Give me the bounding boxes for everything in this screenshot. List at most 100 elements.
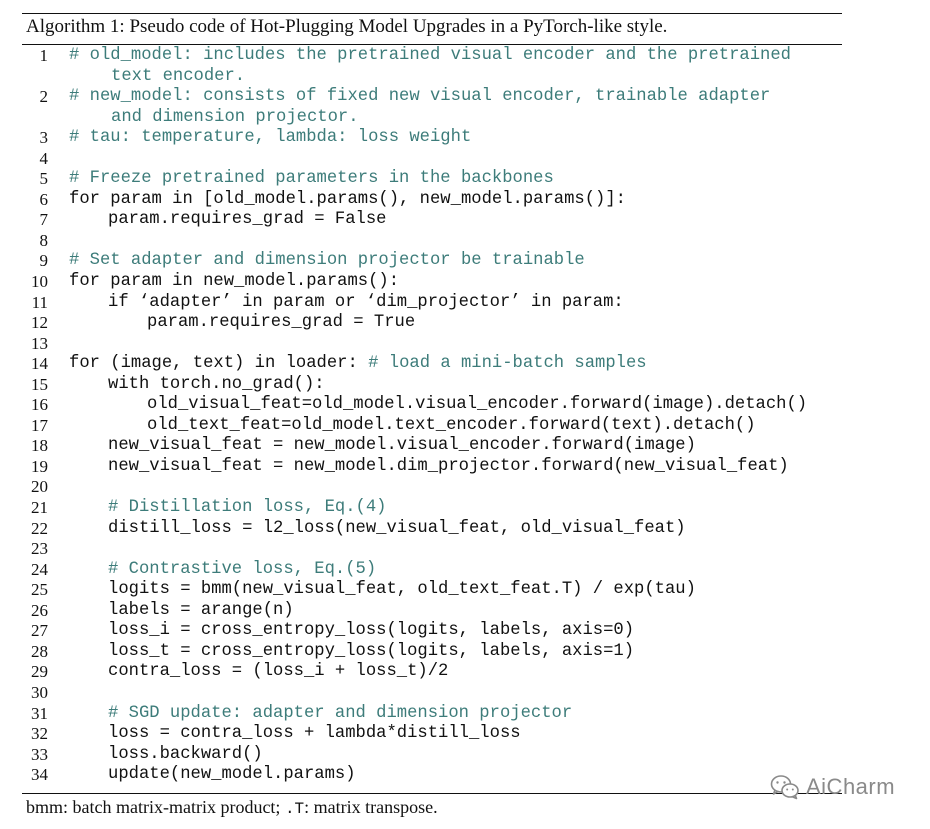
continuation-text: and dimension projector.: [111, 107, 359, 127]
code-line: 29 contra_loss = (loss_i + loss_t)/2: [26, 662, 856, 683]
code-line: 9 # Set adapter and dimension projector b…: [26, 251, 856, 272]
line-number: 20: [31, 477, 48, 497]
line-number: 5: [39, 169, 49, 189]
algorithm-top-rule: [22, 13, 842, 14]
line-number: 28: [31, 641, 48, 661]
line-number: 3: [39, 128, 49, 148]
code-text: distill_loss = l2_loss(new_visual_feat, …: [108, 519, 686, 540]
code-text: new_visual_feat = new_model.dim_projecto…: [108, 457, 789, 478]
line-number: 34: [31, 765, 48, 785]
statement-text: loss = contra_loss + lambda*distill_loss: [108, 724, 521, 744]
code-line: 25 logits = bmm(new_visual_feat, old_text…: [26, 580, 856, 601]
code-line: 15 with torch.no_grad():: [26, 375, 856, 396]
watermark-text: AiCharm: [806, 774, 896, 799]
code-line: 5 # Freeze pretrained parameters in the b…: [26, 169, 856, 190]
code-line: 34 update(new_model.params): [26, 765, 856, 786]
line-number: 19: [31, 456, 48, 476]
statement-text: loss_i = cross_entropy_loss(logits, labe…: [108, 621, 635, 641]
footnote-text-2: : matrix transpose.: [304, 797, 438, 817]
algorithm-header-rule: [22, 44, 842, 45]
code-comment: # new_model: consists of fixed new visua…: [69, 87, 770, 108]
line-number: 6: [39, 189, 49, 209]
statement-text: param.requires_grad = True: [147, 313, 416, 333]
comment-text: # Set adapter and dimension projector be…: [69, 251, 585, 271]
line-number: 31: [31, 703, 48, 723]
line-number: 29: [31, 662, 48, 682]
code-line: 24# Contrastive loss, Eq.(5): [26, 560, 856, 581]
line-number: 22: [31, 518, 48, 538]
code-line: 19 new_visual_feat = new_model.dim_projec…: [26, 457, 856, 478]
statement-text: new_visual_feat = new_model.dim_projecto…: [108, 456, 789, 476]
code-line: 22 distill_loss = l2_loss(new_visual_feat…: [26, 519, 856, 540]
code-text: param.requires_grad = False: [108, 210, 386, 231]
line-number: 26: [31, 600, 48, 620]
code-line: 16 old_visual_feat=old_model.visual_encod…: [26, 395, 856, 416]
line-number: 4: [39, 148, 49, 168]
line-number: 2: [39, 87, 49, 107]
code-text: contra_loss = (loss_i + loss_t)/2: [108, 662, 448, 683]
comment-text: # Freeze pretrained parameters in the ba…: [69, 169, 554, 189]
code-line: 4: [26, 149, 856, 170]
inline-comment: # load a mini-batch samples: [368, 354, 647, 374]
statement-text: old_visual_feat=old_model.visual_encoder…: [147, 395, 808, 415]
code-line: 28 loss_t = cross_entropy_loss(logits, la…: [26, 642, 856, 663]
continuation-text: text encoder.: [111, 66, 246, 86]
footnote-code: .T: [284, 800, 305, 818]
line-number: 10: [31, 272, 48, 292]
code-text: loss_i = cross_entropy_loss(logits, labe…: [108, 621, 634, 642]
code-comment: # SGD update: adapter and dimension proj…: [108, 704, 572, 725]
statement-text: with torch.no_grad():: [108, 374, 325, 394]
line-number: 17: [31, 415, 48, 435]
line-number: 9: [39, 251, 49, 271]
line-number: 1: [39, 46, 49, 65]
code-line: 1 # old_model: includes the pretrained vi…: [26, 46, 856, 67]
line-number: 33: [31, 744, 48, 764]
line-number: 23: [31, 539, 48, 559]
code-comment: # old_model: includes the pretrained vis…: [69, 46, 791, 67]
statement-text: labels = arange(n): [108, 600, 294, 620]
code-line: 13: [26, 334, 856, 355]
algorithm-code-block: 1 # old_model: includes the pretrained vi…: [26, 46, 856, 786]
comment-text: # SGD update: adapter and dimension proj…: [108, 703, 573, 723]
statement-text: contra_loss = (loss_i + loss_t)/2: [108, 662, 449, 682]
footnote-text-1: bmm: batch matrix-matrix product;: [26, 797, 285, 817]
line-number: 15: [31, 374, 48, 394]
wechat-icon: [770, 774, 800, 800]
code-line-continuation: text encoder.: [26, 67, 856, 88]
code-text: update(new_model.params): [108, 765, 356, 786]
code-text: for (image, text) in loader: # load a mi…: [69, 354, 647, 375]
statement-text: loss_t = cross_entropy_loss(logits, labe…: [108, 641, 635, 661]
code-text: new_visual_feat = new_model.visual_encod…: [108, 436, 696, 457]
code-line: 23: [26, 539, 856, 560]
code-line: 30: [26, 683, 856, 704]
code-text: for param in [old_model.params(), new_mo…: [69, 190, 626, 211]
line-number: 18: [31, 436, 48, 456]
algorithm-bottom-rule: [22, 793, 842, 794]
line-number: 24: [31, 559, 48, 579]
statement-text: for (image, text) in loader:: [69, 354, 369, 374]
code-line: 3# tau: temperature, lambda: loss weight: [26, 128, 856, 149]
statement-text: logits = bmm(new_visual_feat, old_text_f…: [108, 580, 696, 600]
line-number: 12: [31, 313, 48, 333]
statement-text: distill_loss = l2_loss(new_visual_feat, …: [108, 518, 686, 538]
line-number: 13: [31, 333, 48, 353]
algorithm-footnote: bmm: batch matrix-matrix product; .T: ma…: [26, 797, 438, 818]
code-line: 6 for param in [old_model.params(), new_m…: [26, 190, 856, 211]
code-text: loss_t = cross_entropy_loss(logits, labe…: [108, 642, 634, 663]
statement-text: param.requires_grad = False: [108, 210, 387, 230]
code-text: loss.backward(): [108, 745, 263, 766]
code-text: old_text_feat=old_model.text_encoder.for…: [147, 416, 756, 437]
statement-text: if ‘adapter’ in param or ‘dim_projector’…: [108, 292, 624, 312]
line-number: 30: [31, 682, 48, 702]
code-text: logits = bmm(new_visual_feat, old_text_f…: [108, 580, 696, 601]
line-number: 16: [31, 395, 48, 415]
comment-text: # new_model: consists of fixed new visua…: [69, 87, 771, 107]
line-number: 21: [31, 498, 48, 518]
line-number: 25: [31, 580, 48, 600]
